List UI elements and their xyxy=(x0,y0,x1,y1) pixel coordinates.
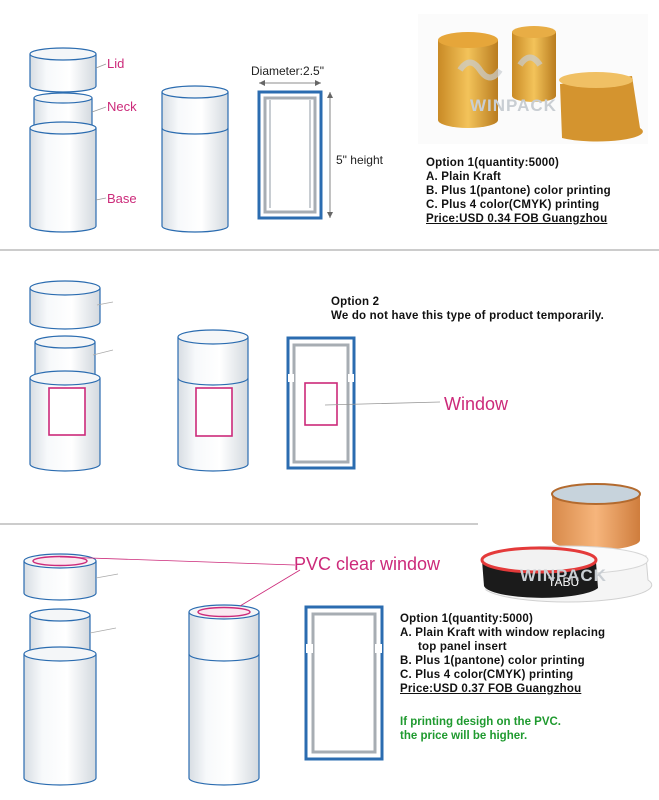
pvc-note-2: the price will be higher. xyxy=(400,730,528,742)
option3-block: Option 1(quantity:5000) A. Plain Kraft w… xyxy=(400,612,605,696)
base-label: Base xyxy=(107,191,137,206)
option1-block: Option 1(quantity:5000) A. Plain Kraft B… xyxy=(426,156,611,226)
cross-section-1 xyxy=(257,90,323,220)
option1-b: B. Plus 1(pantone) color printing xyxy=(426,185,611,197)
brand-watermark-2: WINPACK xyxy=(520,566,607,585)
option2-block: Option 2 We do not have this type of pro… xyxy=(331,295,604,323)
tabu-text: TABU xyxy=(548,575,579,589)
window-lid-shape xyxy=(29,280,101,330)
pvc-neck-shape xyxy=(29,608,91,655)
window-label: Window xyxy=(444,394,509,414)
lid-shape xyxy=(29,47,97,93)
pvc-lid-shape xyxy=(23,553,97,601)
cross-section-3 xyxy=(304,605,384,761)
pvc-window-label: PVC clear window xyxy=(294,554,441,574)
brand-watermark-1: WINPACK xyxy=(470,96,557,115)
height-label: 5" height xyxy=(336,153,383,167)
pvc-note-1: If printing desigh on the PVC. xyxy=(400,716,561,728)
option3-b: B. Plus 1(pantone) color printing xyxy=(400,655,585,667)
base-shape xyxy=(29,121,97,233)
window-leader xyxy=(324,401,441,406)
option3-a2: top panel insert xyxy=(418,641,507,653)
option2-title: Option 2 xyxy=(331,296,380,308)
pvc-leader-2 xyxy=(239,569,301,607)
pvc-note: If printing desigh on the PVC. the price… xyxy=(400,715,561,743)
pvc-leader-1 xyxy=(59,556,296,566)
diameter-label: Diameter:2.5" xyxy=(251,64,324,78)
option2-text: We do not have this type of product temp… xyxy=(331,310,605,322)
option3-title: Option 1(quantity:5000) xyxy=(400,613,534,625)
assembled-tube xyxy=(161,85,229,233)
option3-a1: A. Plain Kraft with window replacing xyxy=(400,627,606,639)
kraft-tube-photo xyxy=(418,14,648,144)
window-on-base xyxy=(48,387,86,436)
pvc-assembled-tube xyxy=(188,604,260,786)
option1-title: Option 1(quantity:5000) xyxy=(426,157,560,169)
cross-section-2 xyxy=(286,336,356,470)
round-boxes-photo: TABU xyxy=(478,470,659,606)
option1-price: Price:USD 0.34 FOB Guangzhou xyxy=(426,213,608,225)
pvc-base-shape xyxy=(23,646,97,786)
option1-a: A. Plain Kraft xyxy=(426,171,502,183)
lid-label: Lid xyxy=(107,56,125,71)
window-on-assembled xyxy=(195,387,233,437)
option1-c: C. Plus 4 color(CMYK) printing xyxy=(426,199,600,211)
option3-price: Price:USD 0.37 FOB Guangzhou xyxy=(400,683,582,695)
option3-c: C. Plus 4 color(CMYK) printing xyxy=(400,669,574,681)
neck-label: Neck xyxy=(107,99,137,114)
